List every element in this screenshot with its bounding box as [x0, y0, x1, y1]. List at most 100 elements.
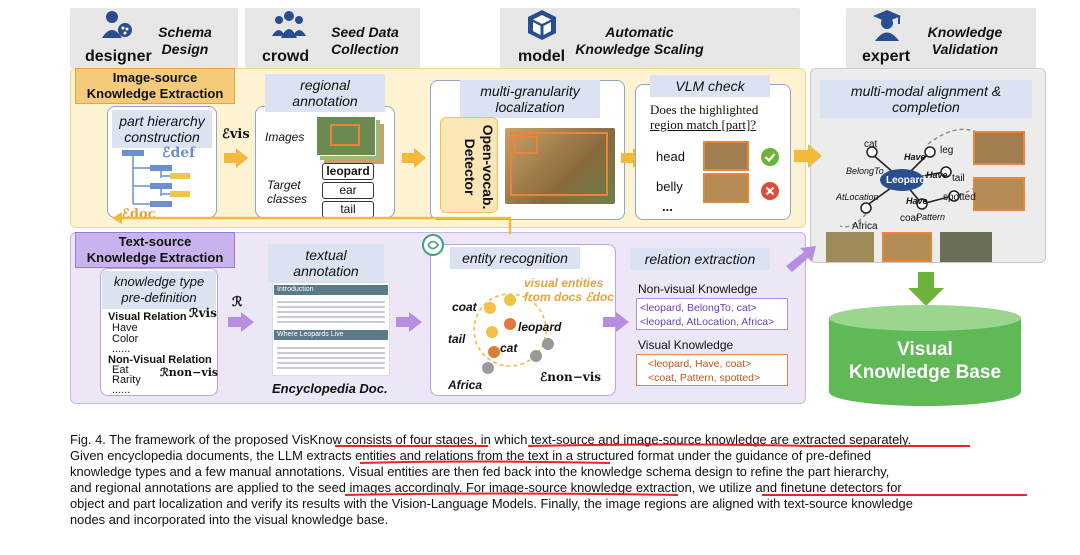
- stage-title: Knowledge Validation: [927, 24, 1003, 57]
- image-stack: [316, 116, 376, 156]
- graph-node-label: cat: [864, 139, 878, 150]
- image-source-title: [75, 68, 235, 104]
- vlm-row-label: head: [656, 149, 685, 164]
- knowledge-base-cylinder: [829, 305, 1021, 406]
- nonvisual-relation-item: Rarity: [112, 374, 141, 386]
- arrow-to-regional: [224, 148, 248, 168]
- stage-role: crowd: [262, 48, 310, 65]
- doc-header: [274, 330, 388, 340]
- relation-label: relation extraction: [630, 248, 770, 270]
- doc-text-lines: [277, 344, 385, 370]
- graph-node-label: leg: [940, 145, 954, 156]
- arrow-to-validation-from-text: [786, 246, 816, 272]
- model-icon: [528, 10, 556, 40]
- leopard-image: [505, 128, 615, 204]
- knowledge-base-label: Visual Knowledge Base: [848, 339, 1002, 383]
- class-tag: tail: [322, 201, 374, 218]
- stage-role: model: [518, 48, 566, 65]
- stage-header-seed: [245, 8, 420, 68]
- crowd-icon: [272, 11, 306, 38]
- visual-knowledge-box: [636, 354, 788, 386]
- localization-label: multi-granularity localization: [460, 80, 600, 118]
- entity-node-label: cat: [500, 341, 518, 355]
- validation-image: [940, 232, 992, 262]
- llm-icon: [422, 234, 444, 256]
- entity-node-label: coat: [452, 300, 477, 314]
- caption-line: Given encyclopedia documents, the LLM ex…: [70, 448, 872, 463]
- stage-title: Automatic Knowledge Scaling: [575, 24, 704, 57]
- doc-text-lines: [277, 298, 385, 324]
- designer-icon: [102, 11, 132, 38]
- nonvisual-relation-title: Non-Visual Relation: [108, 354, 212, 366]
- arrow-to-localization: [402, 148, 426, 168]
- e-vis-label: ℰvis: [222, 127, 250, 142]
- vlm-question-line1: Does the highlighted: [650, 102, 759, 117]
- nonvisual-relation-item: ......: [112, 384, 131, 396]
- graph-edge-label: BelongTo: [846, 166, 884, 176]
- r-symbol: ℛ: [232, 295, 243, 310]
- validation-image: [882, 232, 932, 262]
- graph-edge-label: Pattern: [916, 212, 946, 222]
- nonvisual-knowledge-item: <leopard, BelongTo, cat>: [640, 302, 757, 314]
- nonvisual-knowledge-title: Non-visual Knowledge: [638, 282, 758, 296]
- entity-node-label: Africa: [448, 378, 483, 392]
- check-icon: [761, 148, 779, 166]
- vlm-question-line2: region match [part]?: [650, 117, 757, 132]
- entity-graph: [473, 293, 554, 374]
- target-classes-label: Target classes: [267, 178, 308, 206]
- image-source-title-text: Image-source Knowledge Extraction: [86, 70, 224, 101]
- caption-line: nodes and incorporated into the visual k…: [70, 512, 389, 527]
- caption-line: knowledge types and a few manual annotat…: [70, 464, 890, 479]
- graph-edge-label: Have: [926, 170, 948, 180]
- caption-line: and regional annotations are applied to …: [70, 480, 902, 495]
- e-nonvis-label: ℰnon−vis: [540, 370, 602, 384]
- text-source-title: [75, 232, 235, 268]
- validation-label: multi-modal alignment & completion: [820, 80, 1032, 118]
- stage-header-design: [70, 8, 238, 68]
- knowledge-graph: [839, 128, 1025, 228]
- nonvisual-knowledge-item: <leopard, AtLocation, Africa>: [640, 316, 775, 328]
- part-hierarchy-label: part hierarchy construction: [112, 110, 212, 148]
- graph-edge-label: Have: [906, 196, 928, 206]
- vlm-row-label: ...: [662, 199, 673, 214]
- expert-icon: [873, 10, 901, 41]
- detector-box: [440, 117, 498, 213]
- hierarchy-tree-graphic: [122, 150, 190, 207]
- arrow-to-knowledge-base: [908, 272, 944, 306]
- visual-relation-item: Have: [112, 322, 138, 334]
- caption-line: object and part localization and verify …: [70, 496, 913, 511]
- nonvisual-knowledge-box: [636, 298, 788, 330]
- vlm-crop-belly: [703, 173, 749, 203]
- arrow-to-entity: [396, 312, 422, 332]
- figure-caption: Fig. 4. The framework of the proposed Vi…: [70, 432, 1045, 528]
- r-vis-symbol: ℛvis: [189, 306, 217, 320]
- validation-image: [826, 232, 874, 262]
- vlm-crop-head: [703, 141, 749, 171]
- arrow-to-relation: [603, 312, 629, 332]
- text-source-title-text: Text-source Knowledge Extraction: [86, 234, 224, 265]
- vlm-label: VLM check: [650, 75, 770, 97]
- entity-node-label: tail: [448, 332, 466, 346]
- graph-node-label: spotted: [943, 192, 976, 203]
- arrow-to-textual: [228, 312, 254, 332]
- doc-header-text: Where Leopards Live: [277, 331, 344, 338]
- feedback-line: [112, 212, 512, 234]
- doc-header-text: Introduction: [277, 286, 314, 293]
- visual-knowledge-title: Visual Knowledge: [638, 338, 734, 352]
- r-nonvis-symbol: ℛnon−vis: [160, 366, 219, 379]
- regional-annotation-label: regional annotation: [265, 74, 385, 112]
- graph-node-label: coat: [900, 213, 919, 224]
- visual-knowledge-item: <coat, Pattern, spotted>: [648, 372, 761, 384]
- e-def-label: ℰdef: [162, 145, 196, 161]
- detect-box-small: [514, 136, 538, 154]
- images-label: Images: [265, 130, 305, 144]
- stage-role: expert: [862, 48, 911, 65]
- visual-knowledge-item: <leopard, Have, coat>: [648, 358, 752, 370]
- red-underlines: [335, 443, 1027, 496]
- cross-icon: [761, 182, 779, 200]
- textual-annotation-label: textual annotation: [268, 244, 384, 282]
- vlm-row-label: belly: [656, 179, 683, 194]
- nonvisual-relation-item: Eat: [112, 364, 129, 376]
- graph-node-label: tail: [952, 173, 965, 184]
- visual-relation-item: ......: [112, 343, 131, 355]
